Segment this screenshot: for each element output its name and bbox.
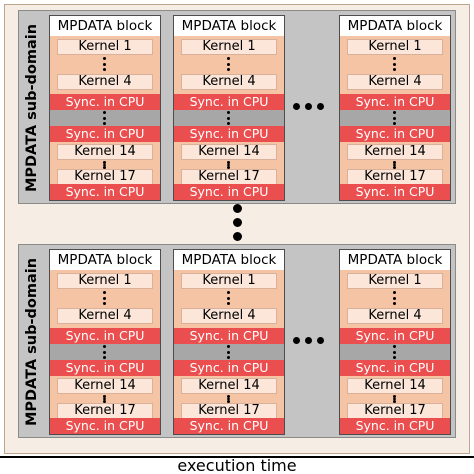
gap-band	[50, 344, 160, 360]
sync-bar: Sync. in CPU	[174, 418, 284, 434]
gap-band	[50, 110, 160, 126]
sync-bar: Sync. in CPU	[174, 184, 284, 200]
vertical-ellipsis	[227, 395, 231, 404]
sync-bar: Sync. in CPU	[340, 328, 450, 344]
vertical-ellipsis	[227, 161, 231, 170]
vertical-ellipsis	[227, 57, 231, 71]
subdomain-1: MPDATA sub-domain MPDATA block Kernel 1 …	[18, 10, 456, 204]
sync-bar: Sync. in CPU	[340, 360, 450, 376]
horizontal-ellipsis	[293, 337, 324, 344]
kernel-box: Kernel 14	[57, 144, 153, 160]
block-title: MPDATA block	[181, 18, 277, 34]
vertical-ellipsis	[393, 345, 397, 359]
kernel-box: Kernel 14	[57, 378, 153, 394]
vertical-ellipsis	[227, 291, 231, 305]
gap-band	[340, 344, 450, 360]
vertical-ellipsis	[103, 57, 107, 71]
vertical-ellipsis	[103, 111, 107, 125]
kernel-box: Kernel 14	[347, 144, 443, 160]
kernel-box: Kernel 1	[57, 273, 153, 289]
kernel-box: Kernel 14	[181, 144, 277, 160]
sync-bar: Sync. in CPU	[174, 328, 284, 344]
sync-bar: Sync. in CPU	[340, 94, 450, 110]
kernel-group-band: Kernel 14 Kernel 17	[50, 142, 160, 185]
subdomain-label: MPDATA sub-domain	[24, 257, 41, 427]
x-axis-label: execution time	[177, 456, 297, 474]
kernel-group-band: Kernel 14 Kernel 17	[174, 142, 284, 185]
kernel-group-band: Kernel 14 Kernel 17	[174, 376, 284, 419]
kernel-box: Kernel 4	[57, 74, 153, 90]
kernel-box: Kernel 17	[181, 169, 277, 185]
block-title: MPDATA block	[57, 18, 153, 34]
vertical-ellipsis	[393, 111, 397, 125]
vertical-ellipsis	[103, 345, 107, 359]
kernel-group-band: Kernel 1 Kernel 4	[174, 36, 284, 94]
sync-bar: Sync. in CPU	[50, 328, 160, 344]
kernel-box: Kernel 17	[347, 403, 443, 419]
block-title: MPDATA block	[181, 252, 277, 268]
kernel-group-band: Kernel 1 Kernel 4	[174, 270, 284, 328]
kernel-box: Kernel 1	[181, 273, 277, 289]
kernel-box: Kernel 1	[181, 39, 277, 55]
sync-bar: Sync. in CPU	[50, 418, 160, 434]
sync-bar: Sync. in CPU	[340, 418, 450, 434]
vertical-ellipsis	[227, 111, 231, 125]
kernel-box: Kernel 17	[57, 403, 153, 419]
sync-bar: Sync. in CPU	[50, 126, 160, 142]
block-title: MPDATA block	[347, 252, 443, 268]
kernel-group-band: Kernel 14 Kernel 17	[340, 376, 450, 419]
kernel-box: Kernel 1	[57, 39, 153, 55]
vertical-ellipsis	[227, 345, 231, 359]
kernel-box: Kernel 4	[57, 308, 153, 324]
vertical-ellipsis	[103, 161, 107, 170]
kernel-box: Kernel 4	[181, 308, 277, 324]
kernel-group-band: Kernel 1 Kernel 4	[340, 36, 450, 94]
sync-bar: Sync. in CPU	[340, 184, 450, 200]
kernel-box: Kernel 17	[181, 403, 277, 419]
vertical-ellipsis	[103, 291, 107, 305]
kernel-box: Kernel 1	[347, 273, 443, 289]
vertical-ellipsis	[393, 395, 397, 404]
vertical-ellipsis	[393, 291, 397, 305]
kernel-group-band: Kernel 1 Kernel 4	[340, 270, 450, 328]
kernel-group-band: Kernel 1 Kernel 4	[50, 36, 160, 94]
sync-bar: Sync. in CPU	[174, 94, 284, 110]
kernel-group-band: Kernel 14 Kernel 17	[340, 142, 450, 185]
sync-bar: Sync. in CPU	[50, 94, 160, 110]
kernel-box: Kernel 17	[347, 169, 443, 185]
mpdata-block-n: MPDATA block Kernel 1 Kernel 4 Sync. in …	[339, 249, 451, 435]
vertical-ellipsis	[393, 161, 397, 170]
sync-bar: Sync. in CPU	[50, 184, 160, 200]
mpdata-block-1: MPDATA block Kernel 1 Kernel 4 Sync. in …	[49, 249, 161, 435]
sync-bar: Sync. in CPU	[340, 126, 450, 142]
mpdata-block-1: MPDATA block Kernel 1 Kernel 4 Sync. in …	[49, 15, 161, 201]
gap-band	[174, 110, 284, 126]
horizontal-ellipsis	[293, 103, 324, 110]
mpdata-block-2: MPDATA block Kernel 1 Kernel 4 Sync. in …	[173, 15, 285, 201]
sync-bar: Sync. in CPU	[50, 360, 160, 376]
time-axis-line	[0, 456, 474, 458]
gap-band	[174, 344, 284, 360]
mpdata-block-n: MPDATA block Kernel 1 Kernel 4 Sync. in …	[339, 15, 451, 201]
kernel-box: Kernel 1	[347, 39, 443, 55]
kernel-group-band: Kernel 1 Kernel 4	[50, 270, 160, 328]
kernel-box: Kernel 4	[347, 308, 443, 324]
gap-band	[340, 110, 450, 126]
subdomain-vertical-ellipsis	[233, 204, 242, 241]
mpdata-block-2: MPDATA block Kernel 1 Kernel 4 Sync. in …	[173, 249, 285, 435]
kernel-box: Kernel 14	[347, 378, 443, 394]
kernel-box: Kernel 14	[181, 378, 277, 394]
subdomain-label: MPDATA sub-domain	[24, 23, 41, 193]
block-title: MPDATA block	[57, 252, 153, 268]
kernel-box: Kernel 4	[181, 74, 277, 90]
block-title: MPDATA block	[347, 18, 443, 34]
kernel-box: Kernel 17	[57, 169, 153, 185]
kernel-group-band: Kernel 14 Kernel 17	[50, 376, 160, 419]
kernel-box: Kernel 4	[347, 74, 443, 90]
vertical-ellipsis	[393, 57, 397, 71]
vertical-ellipsis	[103, 395, 107, 404]
subdomain-2: MPDATA sub-domain MPDATA block Kernel 1 …	[18, 244, 456, 438]
sync-bar: Sync. in CPU	[174, 126, 284, 142]
sync-bar: Sync. in CPU	[174, 360, 284, 376]
